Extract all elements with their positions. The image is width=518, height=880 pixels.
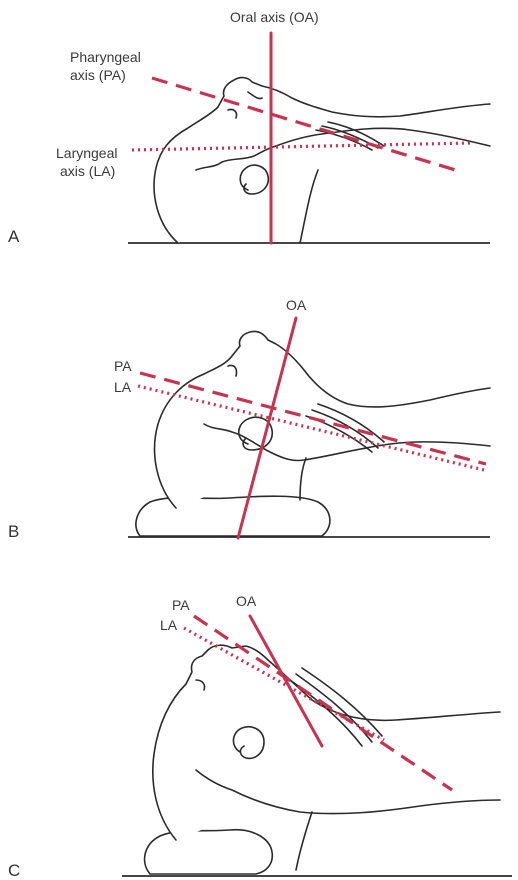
panel-c-head-outline xyxy=(153,645,500,840)
panel-b-letter: B xyxy=(8,522,19,541)
panel-b-oa-label: OA xyxy=(286,297,307,313)
panel-c: OA PA LA C xyxy=(8,593,512,880)
panel-b-la-label: LA xyxy=(114,379,132,395)
panel-a-head-outline xyxy=(154,78,490,243)
panel-c-letter: C xyxy=(8,861,20,880)
panel-c-pa-label: PA xyxy=(172,597,190,613)
panel-c-pillow xyxy=(145,830,273,874)
panel-a-pa-label-line1: Pharyngeal xyxy=(70,49,141,65)
panel-c-la-label: LA xyxy=(160,617,178,633)
panel-a: Oral axis (OA) Pharyngeal axis (PA) Lary… xyxy=(8,9,490,246)
panel-c-oa-label: OA xyxy=(236,593,257,609)
panel-a-pa-label-line2: axis (PA) xyxy=(70,67,126,83)
panel-a-oa-label: Oral axis (OA) xyxy=(230,9,319,25)
panel-b-pa-label: PA xyxy=(114,358,132,374)
panel-b: OA PA LA B xyxy=(8,297,490,541)
panel-c-neck-line xyxy=(296,812,312,870)
panel-a-letter: A xyxy=(8,227,20,246)
panel-b-pillow xyxy=(136,496,330,536)
panel-a-la-label-line2: axis (LA) xyxy=(60,163,115,179)
panel-b-neck-line xyxy=(300,458,306,500)
panel-a-la-label-line1: Laryngeal xyxy=(56,145,118,161)
